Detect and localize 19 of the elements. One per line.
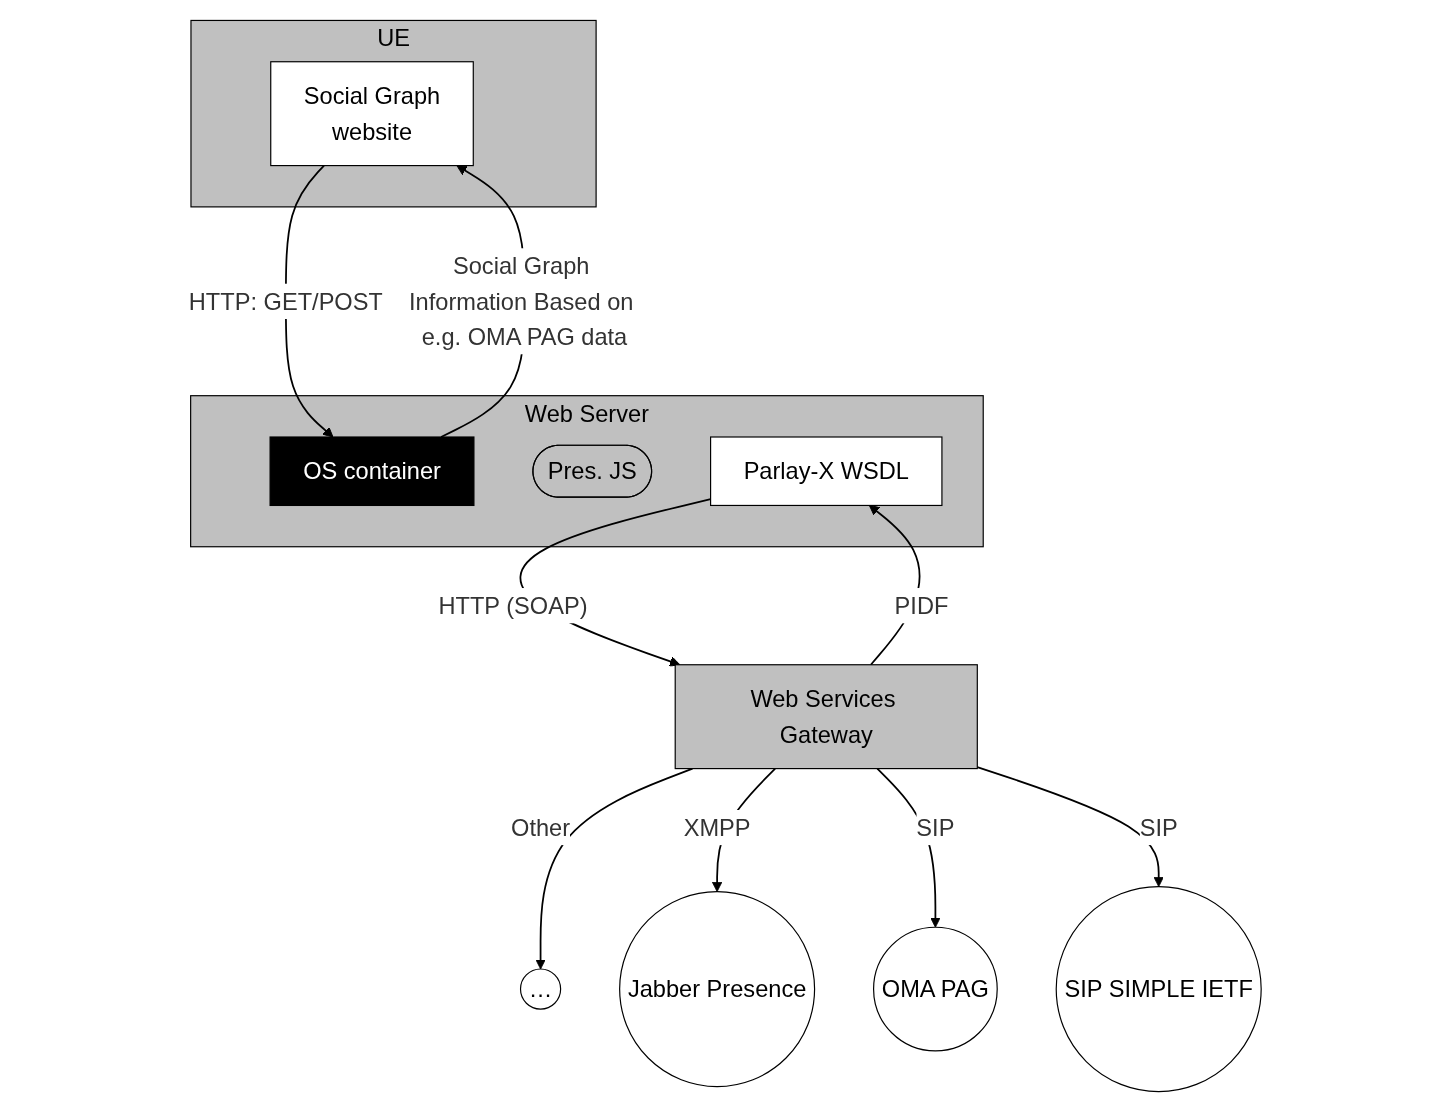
edge-label: HTTP (SOAP) (437, 592, 588, 619)
edge-label: XMPP (683, 814, 751, 841)
arrow (534, 767, 693, 970)
edge-label: Social Graph Information Based on e.g. OMA PAG data (408, 252, 633, 350)
node-box: Web Services Gateway (674, 664, 978, 770)
node-box: Parlay-X WSDL (709, 436, 942, 507)
node-box: Social Graph website (269, 61, 474, 167)
edge-label: SIP (915, 814, 954, 841)
node-circle: OMA PAG (872, 926, 998, 1052)
node-circle: … (519, 968, 561, 1010)
arrow (975, 766, 1164, 888)
node-circle: SIP SIMPLE IETF (1055, 886, 1262, 1093)
arrow (284, 164, 333, 438)
edge-label: HTTP: GET/POST (188, 288, 383, 315)
edge-label: PIDF (894, 592, 948, 619)
edge-label: SIP (1139, 814, 1178, 841)
edge-label: Other (510, 814, 570, 841)
node-box: OS container (269, 436, 474, 507)
node-circle: Jabber Presence (618, 891, 815, 1088)
